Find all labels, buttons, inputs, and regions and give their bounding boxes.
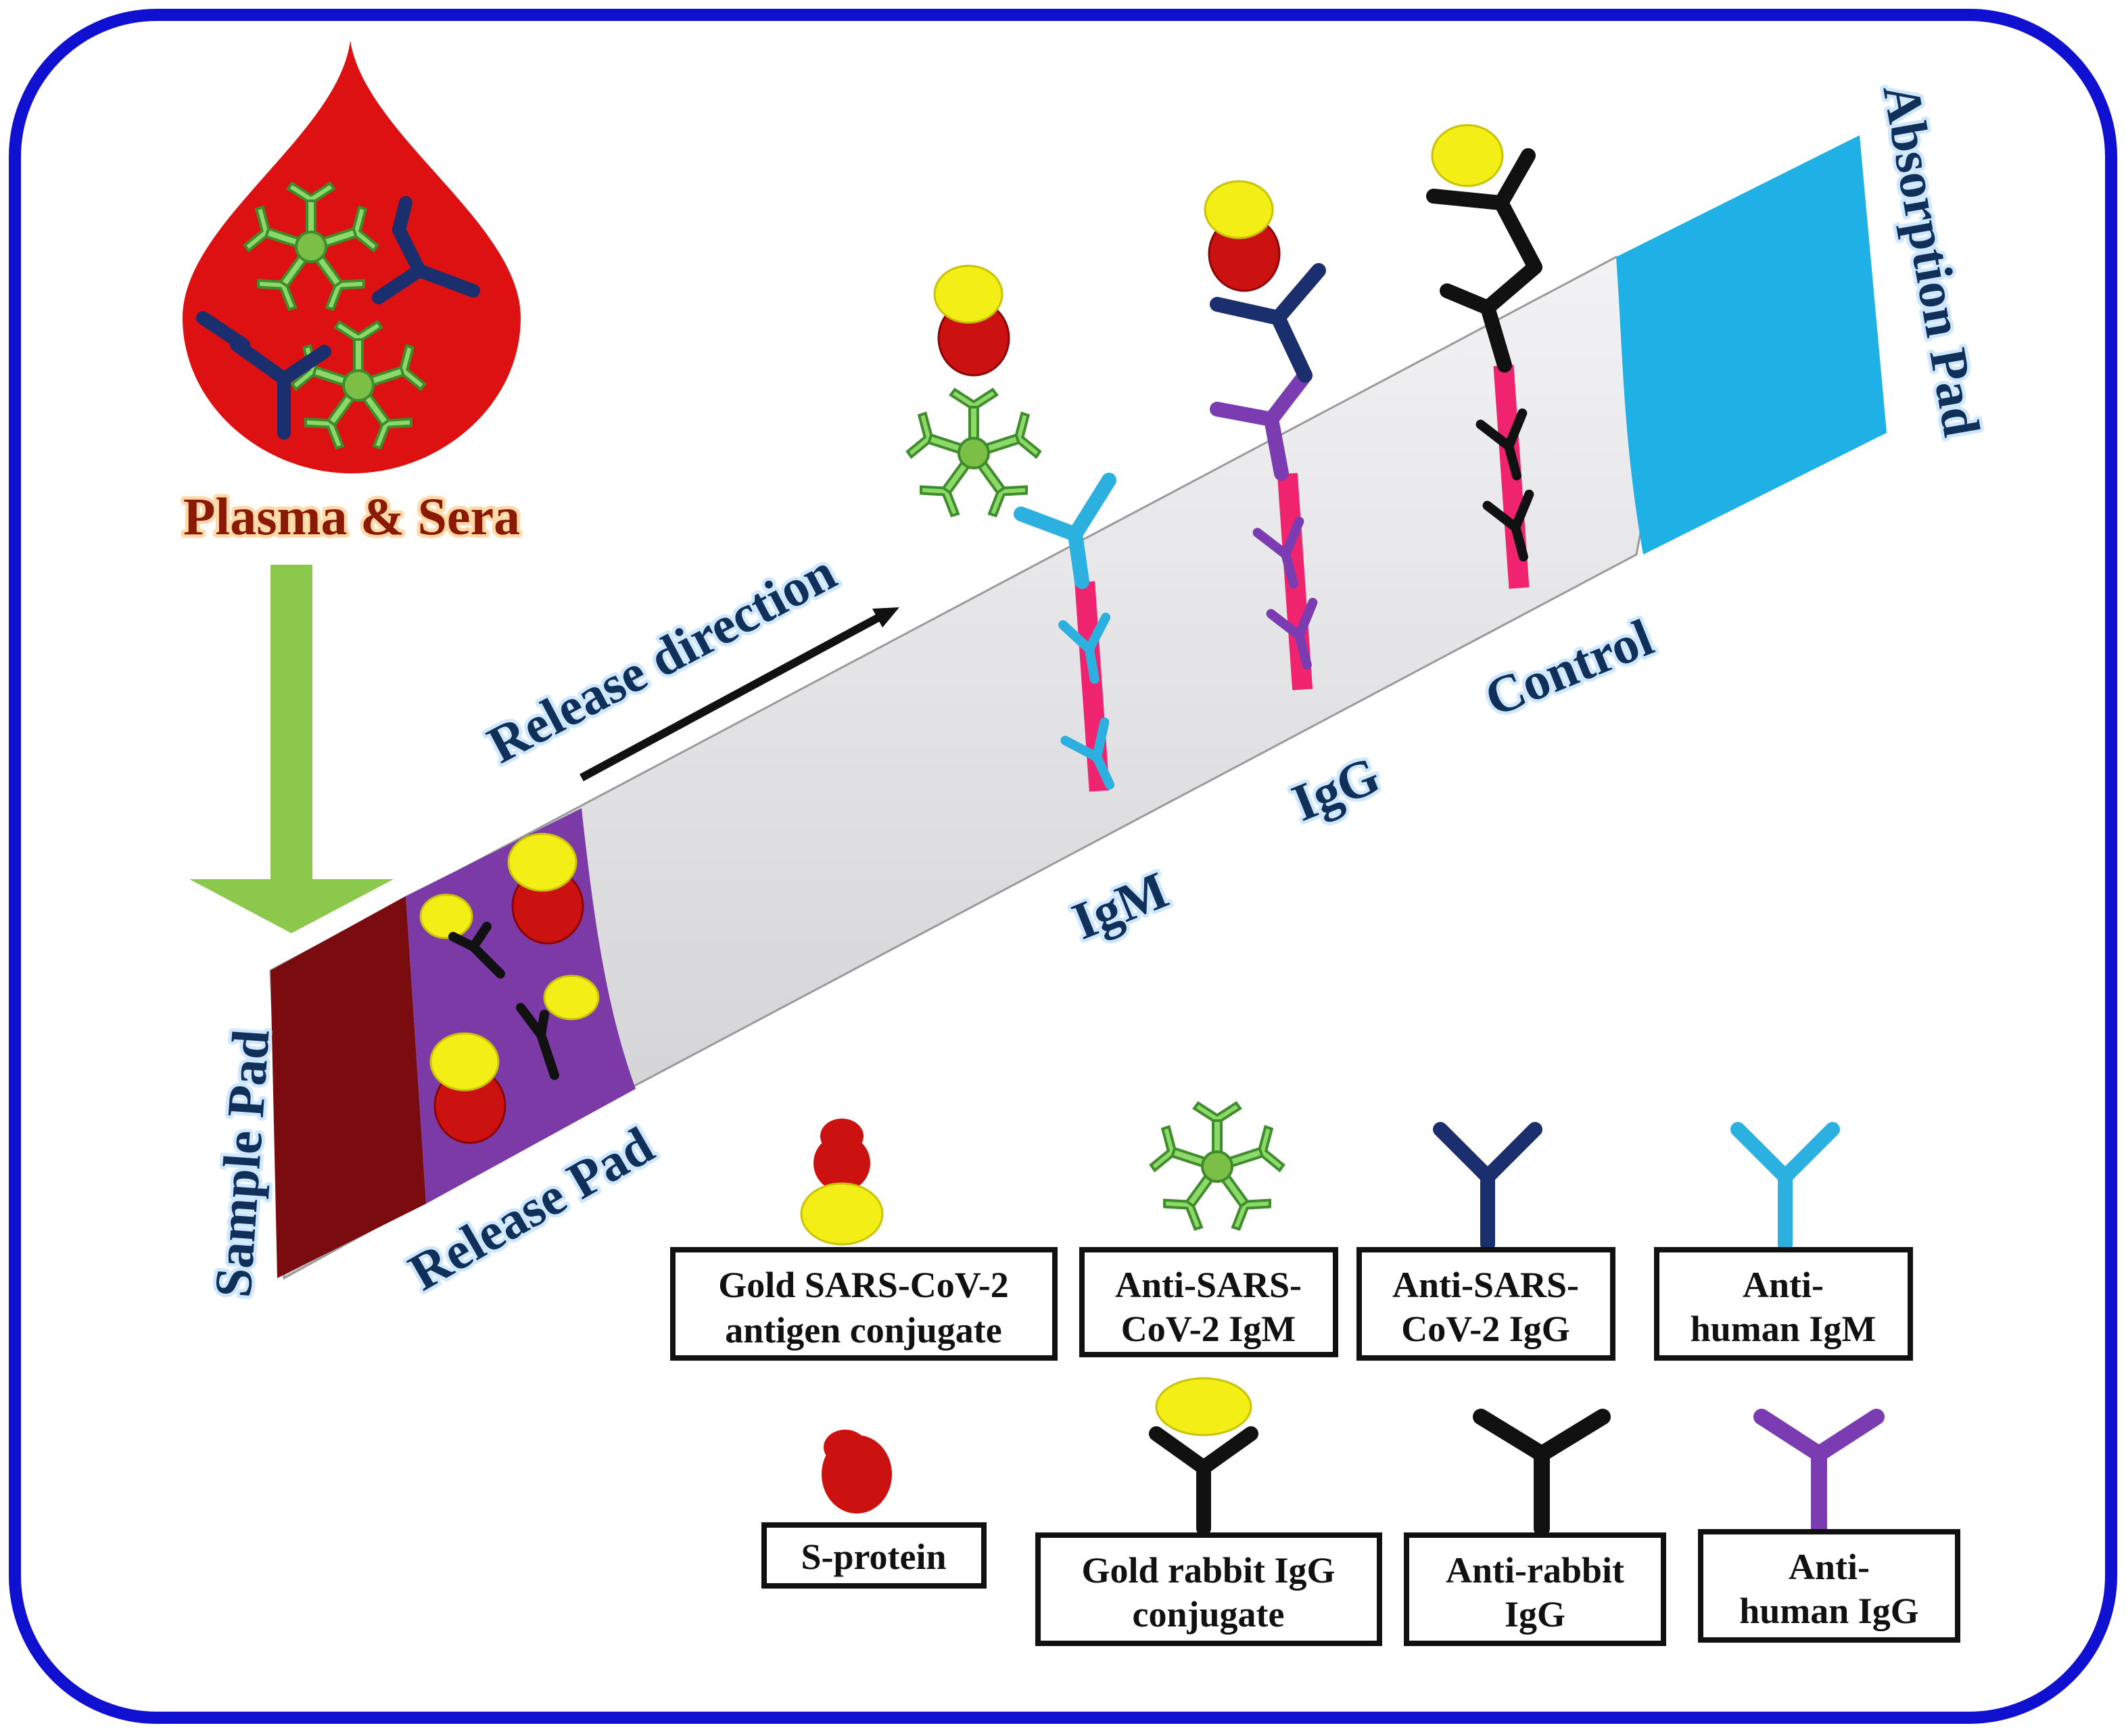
gold-nanoparticle-icon <box>1431 124 1504 187</box>
legend: Gold SARS-CoV-2 antigen conjugate Anti-S… <box>670 1103 1960 1646</box>
svg-text:Anti-SARS-: Anti-SARS- <box>1115 1265 1302 1305</box>
svg-text:Anti-SARS-: Anti-SARS- <box>1392 1265 1579 1305</box>
svg-text:Anti-: Anti- <box>1789 1547 1870 1587</box>
gold-antigen-conjugate-icon <box>933 264 1010 377</box>
release-pad-conjugates <box>419 832 600 1144</box>
legend-anti-human-igm-icon <box>1730 1122 1840 1252</box>
svg-text:Anti-rabbit: Anti-rabbit <box>1446 1550 1624 1591</box>
legend-gold-rabbit-icon <box>1149 1377 1258 1536</box>
svg-text:S-protein: S-protein <box>801 1536 946 1577</box>
legend-anti-sars-igg-icon <box>1433 1122 1542 1252</box>
gold-rabbit-igg-icon <box>1426 148 1542 275</box>
flow-down-arrow <box>189 565 394 933</box>
svg-text:Gold SARS-CoV-2: Gold SARS-CoV-2 <box>718 1265 1009 1305</box>
legend-box-gold-antigen: Gold SARS-CoV-2 antigen conjugate <box>670 1247 1058 1361</box>
svg-text:IgG: IgG <box>1505 1594 1565 1635</box>
anti-human-igg-icon <box>1210 368 1313 481</box>
igm-test-line <box>906 264 1129 794</box>
svg-text:human IgG: human IgG <box>1739 1591 1919 1631</box>
gold-rabbit-igg-icon <box>419 893 505 979</box>
legend-box-anti-sars-igg: Anti-SARS- CoV-2 IgG <box>1356 1247 1615 1361</box>
legend-box-anti-sars-igm: Anti-SARS- CoV-2 IgM <box>1079 1247 1338 1357</box>
svg-text:antigen conjugate: antigen conjugate <box>725 1310 1001 1351</box>
svg-text:human IgM: human IgM <box>1691 1309 1876 1349</box>
legend-box-anti-rabbit: Anti-rabbit IgG <box>1404 1532 1666 1646</box>
svg-text:CoV-2 IgM: CoV-2 IgM <box>1121 1309 1296 1349</box>
legend-anti-rabbit-icon <box>1473 1409 1611 1536</box>
igg-test-line <box>1204 180 1328 690</box>
svg-text:CoV-2 IgG: CoV-2 IgG <box>1401 1309 1570 1349</box>
legend-box-anti-human-igg: Anti- human IgG <box>1698 1529 1960 1643</box>
control-line <box>1426 124 1544 589</box>
anti-sars-igg-icon <box>196 196 480 440</box>
sample-pad <box>270 896 426 1278</box>
svg-text:Anti-: Anti- <box>1743 1265 1824 1305</box>
svg-text:Gold rabbit IgG: Gold rabbit IgG <box>1081 1550 1335 1591</box>
gold-antigen-conjugate-icon <box>507 832 584 945</box>
legend-box-anti-human-igm: Anti- human IgM <box>1654 1247 1913 1361</box>
absorption-pad <box>1616 135 1887 555</box>
gold-rabbit-igg-icon <box>516 975 600 1080</box>
plasma-sera-label: Plasma & Sera <box>183 487 520 546</box>
anti-sars-igg-icon <box>1210 263 1326 383</box>
gold-antigen-conjugate-icon <box>429 1032 506 1144</box>
blood-drop-icon <box>183 41 521 473</box>
gold-antigen-conjugate-icon <box>1204 180 1281 292</box>
anti-rabbit-igg-icon <box>1440 260 1542 373</box>
release-direction-arrow <box>580 607 899 782</box>
svg-text:conjugate: conjugate <box>1133 1594 1285 1635</box>
legend-box-s-protein: S-protein <box>761 1522 987 1589</box>
anti-human-igm-icon <box>1014 473 1116 589</box>
legend-box-gold-rabbit: Gold rabbit IgG conjugate <box>1035 1532 1382 1646</box>
legend-anti-human-igg-icon <box>1753 1409 1885 1536</box>
legend-gold-antigen-icon <box>800 1119 884 1246</box>
legend-s-protein-icon <box>822 1430 892 1514</box>
